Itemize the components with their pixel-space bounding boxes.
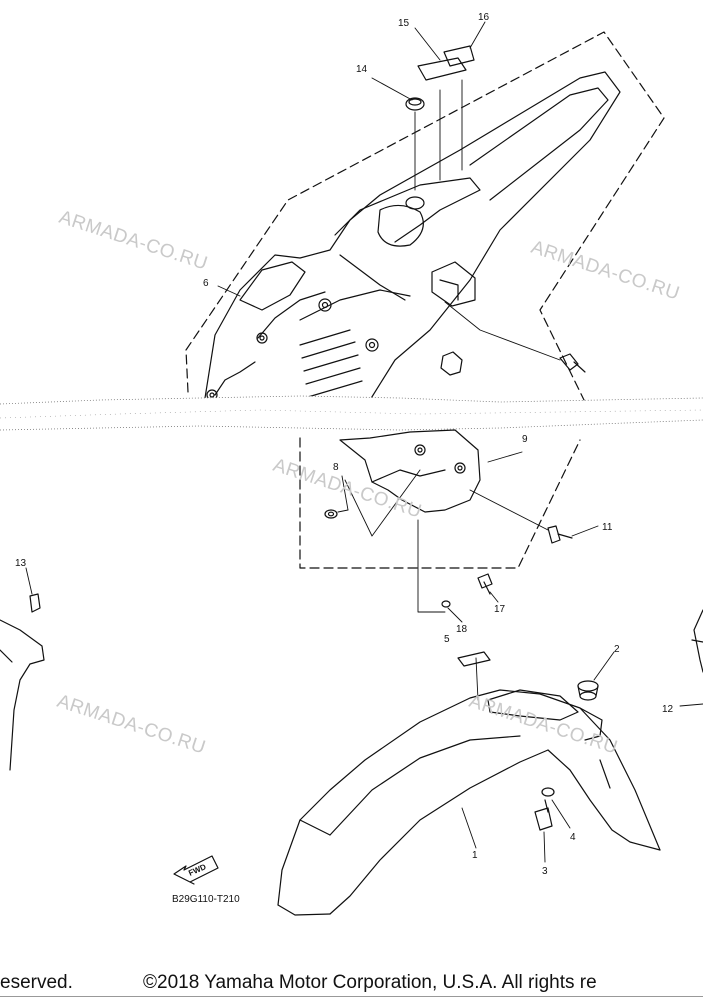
callout-1: 1 [472, 850, 478, 861]
leader-lines [25, 21, 703, 863]
callout-15: 15 [398, 18, 410, 29]
watermark-1: ARMADA-CO.RU [56, 207, 210, 275]
callout-5: 5 [444, 634, 450, 645]
bolt-3 [534, 799, 553, 831]
watermark-4: ARMADA-CO.RU [54, 691, 208, 759]
rear-fender [204, 71, 621, 401]
scan-tear-band [0, 395, 703, 431]
footer-copyright-left: eserved. [0, 972, 73, 993]
callout-17: 17 [494, 604, 506, 615]
callout-4: 4 [570, 832, 576, 843]
mounting-bracket [339, 429, 481, 513]
footer-rule [0, 996, 703, 997]
diagram-code: B29G110-T210 [172, 894, 240, 905]
emblem-decal-16 [443, 45, 475, 67]
bolt-11 [547, 525, 573, 544]
rear-fender-assembly-frame [185, 31, 665, 401]
fender-mount-holes [206, 196, 425, 401]
callout-18: 18 [456, 624, 468, 635]
watermark-3: ARMADA-CO.RU [270, 455, 424, 523]
collar-2 [577, 680, 599, 701]
screw-13 [29, 593, 41, 613]
callout-12: 12 [662, 704, 674, 715]
collar-8 [324, 509, 338, 519]
front-fender [277, 689, 661, 916]
fender-decal-5 [457, 651, 491, 667]
callout-9: 9 [522, 434, 528, 445]
fender-nut [440, 351, 463, 376]
part-12-outline [691, 609, 703, 673]
forward-arrow-icon [173, 855, 219, 885]
callout-8: 8 [333, 462, 339, 473]
bolt-17 [477, 573, 493, 595]
watermarks: ARMADA-CO.RU ARMADA-CO.RU ARMADA-CO.RU A… [54, 207, 682, 759]
callout-16: 16 [478, 12, 490, 23]
side-cover [0, 619, 45, 771]
callout-11: 11 [602, 522, 613, 533]
washer-18 [441, 600, 451, 608]
grommet-14 [405, 97, 425, 111]
callouts: 1 2 3 4 5 6 8 9 11 12 13 14 15 16 17 18 [15, 12, 674, 877]
callout-13: 13 [15, 558, 27, 569]
watermark-5: ARMADA-CO.RU [466, 691, 620, 759]
footer-copyright: ©2018 Yamaha Motor Corporation, U.S.A. A… [143, 972, 597, 993]
fender-clip [431, 261, 476, 307]
fwd-label: FWD [187, 862, 208, 878]
callout-14: 14 [356, 64, 368, 75]
fender-bolt [559, 353, 586, 373]
washer-4 [541, 787, 555, 797]
emblem-decal-15 [417, 57, 467, 81]
callout-2: 2 [614, 644, 620, 655]
bracket-assembly-frame [299, 437, 581, 569]
callout-3: 3 [542, 866, 548, 877]
fender-vents [299, 329, 363, 398]
callout-6: 6 [203, 278, 209, 289]
watermark-2: ARMADA-CO.RU [528, 237, 682, 305]
